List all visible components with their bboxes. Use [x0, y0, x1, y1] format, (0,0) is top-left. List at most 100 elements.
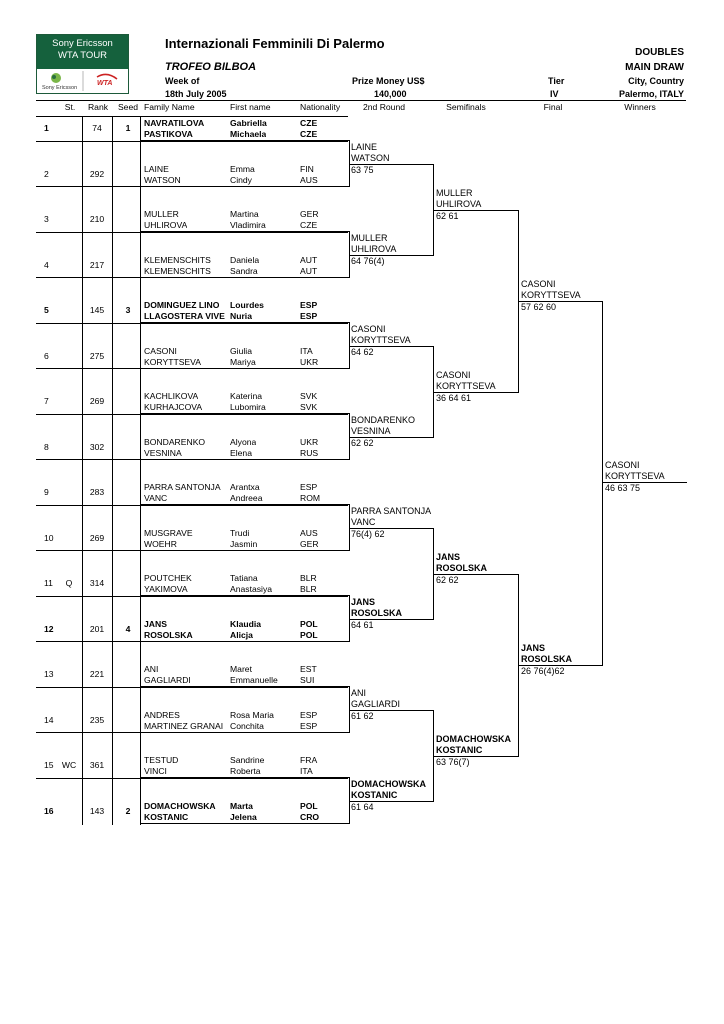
row-divider [36, 550, 348, 551]
r1-connector [349, 504, 350, 551]
player-nationality: AUT [300, 254, 318, 265]
entry-rank: 314 [89, 578, 105, 588]
entry-number: 15 [44, 760, 54, 770]
winner-player1: CASONI [605, 460, 640, 470]
player-first-name: Sandra [230, 265, 258, 276]
final-line [519, 301, 603, 302]
player-nationality: AUS [300, 527, 318, 538]
column-header: Semifinals [446, 102, 486, 112]
column-header: Rank [87, 102, 109, 112]
final-connector [602, 301, 603, 666]
round2-player2: ROSOLSKA [351, 608, 403, 618]
player-nationality: ITA [300, 766, 313, 776]
entry-rank: 269 [89, 396, 105, 406]
row-divider [36, 641, 348, 642]
entry-number: 5 [44, 305, 49, 315]
player-first-name: Marta [230, 800, 253, 811]
row-divider [36, 277, 348, 278]
round2-score: 64 61 [351, 620, 374, 630]
player-first-name: Gabriella [230, 118, 267, 128]
semifinal-player1: CASONI [436, 370, 471, 380]
player-family-name: YAKIMOVA [144, 584, 188, 594]
entry-number: 7 [44, 396, 49, 406]
column-header: Winners [624, 102, 656, 112]
round2-player1: JANS [351, 597, 376, 607]
week-label: Week of [165, 76, 200, 86]
round2-line [349, 437, 434, 438]
player-first-name: Emmanuelle [230, 675, 278, 685]
player-first-name: Nuria [230, 311, 252, 321]
player-family-name: GAGLIARDI [144, 675, 191, 685]
final-player2: ROSOLSKA [521, 654, 573, 664]
round2-line [349, 164, 434, 165]
round2-line [349, 528, 434, 529]
round2-line [349, 801, 434, 802]
tournament-subtitle: TROFEO BILBOA [165, 61, 257, 73]
logo-line2: WTA TOUR [57, 50, 108, 61]
row-divider [36, 322, 348, 324]
player-family-name: DOMINGUEZ LINO [144, 300, 220, 310]
player-nationality: ROM [300, 493, 321, 503]
round2-player2: KORYTTSEVA [351, 335, 411, 345]
entry-rank: 210 [89, 214, 105, 224]
player-nationality: CZE [300, 129, 318, 139]
player-family-name: WATSON [144, 174, 181, 185]
winner-player2: KORYTTSEVA [605, 471, 665, 481]
row-divider [36, 140, 348, 142]
round2-line [349, 255, 434, 256]
player-family-name: UHLIROVA [144, 220, 188, 230]
column-header: Seed [117, 102, 139, 112]
round2-player1: DOMACHOWSKA [351, 779, 426, 789]
player-nationality: FRA [300, 755, 318, 765]
player-first-name: Roberta [230, 766, 261, 776]
player-first-name: Jasmin [230, 538, 258, 549]
logo-wta-text: WTA [97, 80, 113, 87]
entry-rank: 269 [89, 532, 105, 543]
entry-rank: 221 [89, 669, 105, 679]
player-nationality: GER [300, 209, 319, 219]
column-header: St. [64, 102, 76, 112]
player-first-name: Vladimira [230, 220, 266, 230]
city-label: City, Country [628, 76, 684, 86]
entry-rank: 201 [89, 623, 105, 634]
player-nationality: FIN [300, 163, 314, 174]
semifinal-line [434, 210, 519, 211]
round2-connector [433, 346, 434, 438]
semifinal-line [434, 392, 519, 393]
player-first-name: Daniela [230, 254, 260, 265]
player-family-name: ROSOLSKA [144, 629, 193, 640]
final-score: 26 76(4)62 [521, 666, 565, 676]
round2-player2: GAGLIARDI [351, 699, 401, 709]
sony-ericsson-wta-logo: Sony Ericsson WTA TOUR Sony Ericsson WTA [36, 34, 129, 94]
winner-line [603, 482, 687, 483]
player-family-name: CASONI [144, 345, 177, 356]
player-first-name: Katerina [230, 391, 263, 401]
player-family-name: VESNINA [144, 447, 182, 458]
player-family-name: KLEMENSCHITS [144, 254, 211, 265]
r1-connector [349, 140, 350, 187]
entry-rank: 74 [92, 123, 102, 133]
round2-line [349, 710, 434, 711]
prize-label: Prize Money US$ [352, 76, 425, 86]
row-divider [36, 732, 348, 733]
player-first-name: Cindy [230, 174, 252, 185]
player-family-name: ANI [144, 664, 159, 674]
entry-number: 14 [44, 714, 54, 725]
round2-score: 64 62 [351, 347, 374, 357]
entry-status: Q [65, 578, 73, 588]
final-player1: JANS [521, 643, 546, 653]
tier-label: Tier [548, 76, 565, 86]
row-divider [36, 777, 348, 779]
player-nationality: POL [300, 629, 318, 640]
entry-rank: 283 [89, 487, 105, 497]
player-family-name: JANS [144, 618, 167, 629]
round2-player2: UHLIROVA [351, 244, 397, 254]
row-divider [36, 186, 348, 187]
player-family-name: NAVRATILOVA [144, 118, 205, 128]
entry-rank: 217 [89, 259, 105, 270]
r1-connector [349, 595, 350, 642]
entry-number: 13 [44, 669, 54, 679]
round2-player1: PARRA SANTONJA [351, 506, 432, 516]
round2-player1: BONDARENKO [351, 415, 416, 425]
header-divider [36, 100, 686, 101]
